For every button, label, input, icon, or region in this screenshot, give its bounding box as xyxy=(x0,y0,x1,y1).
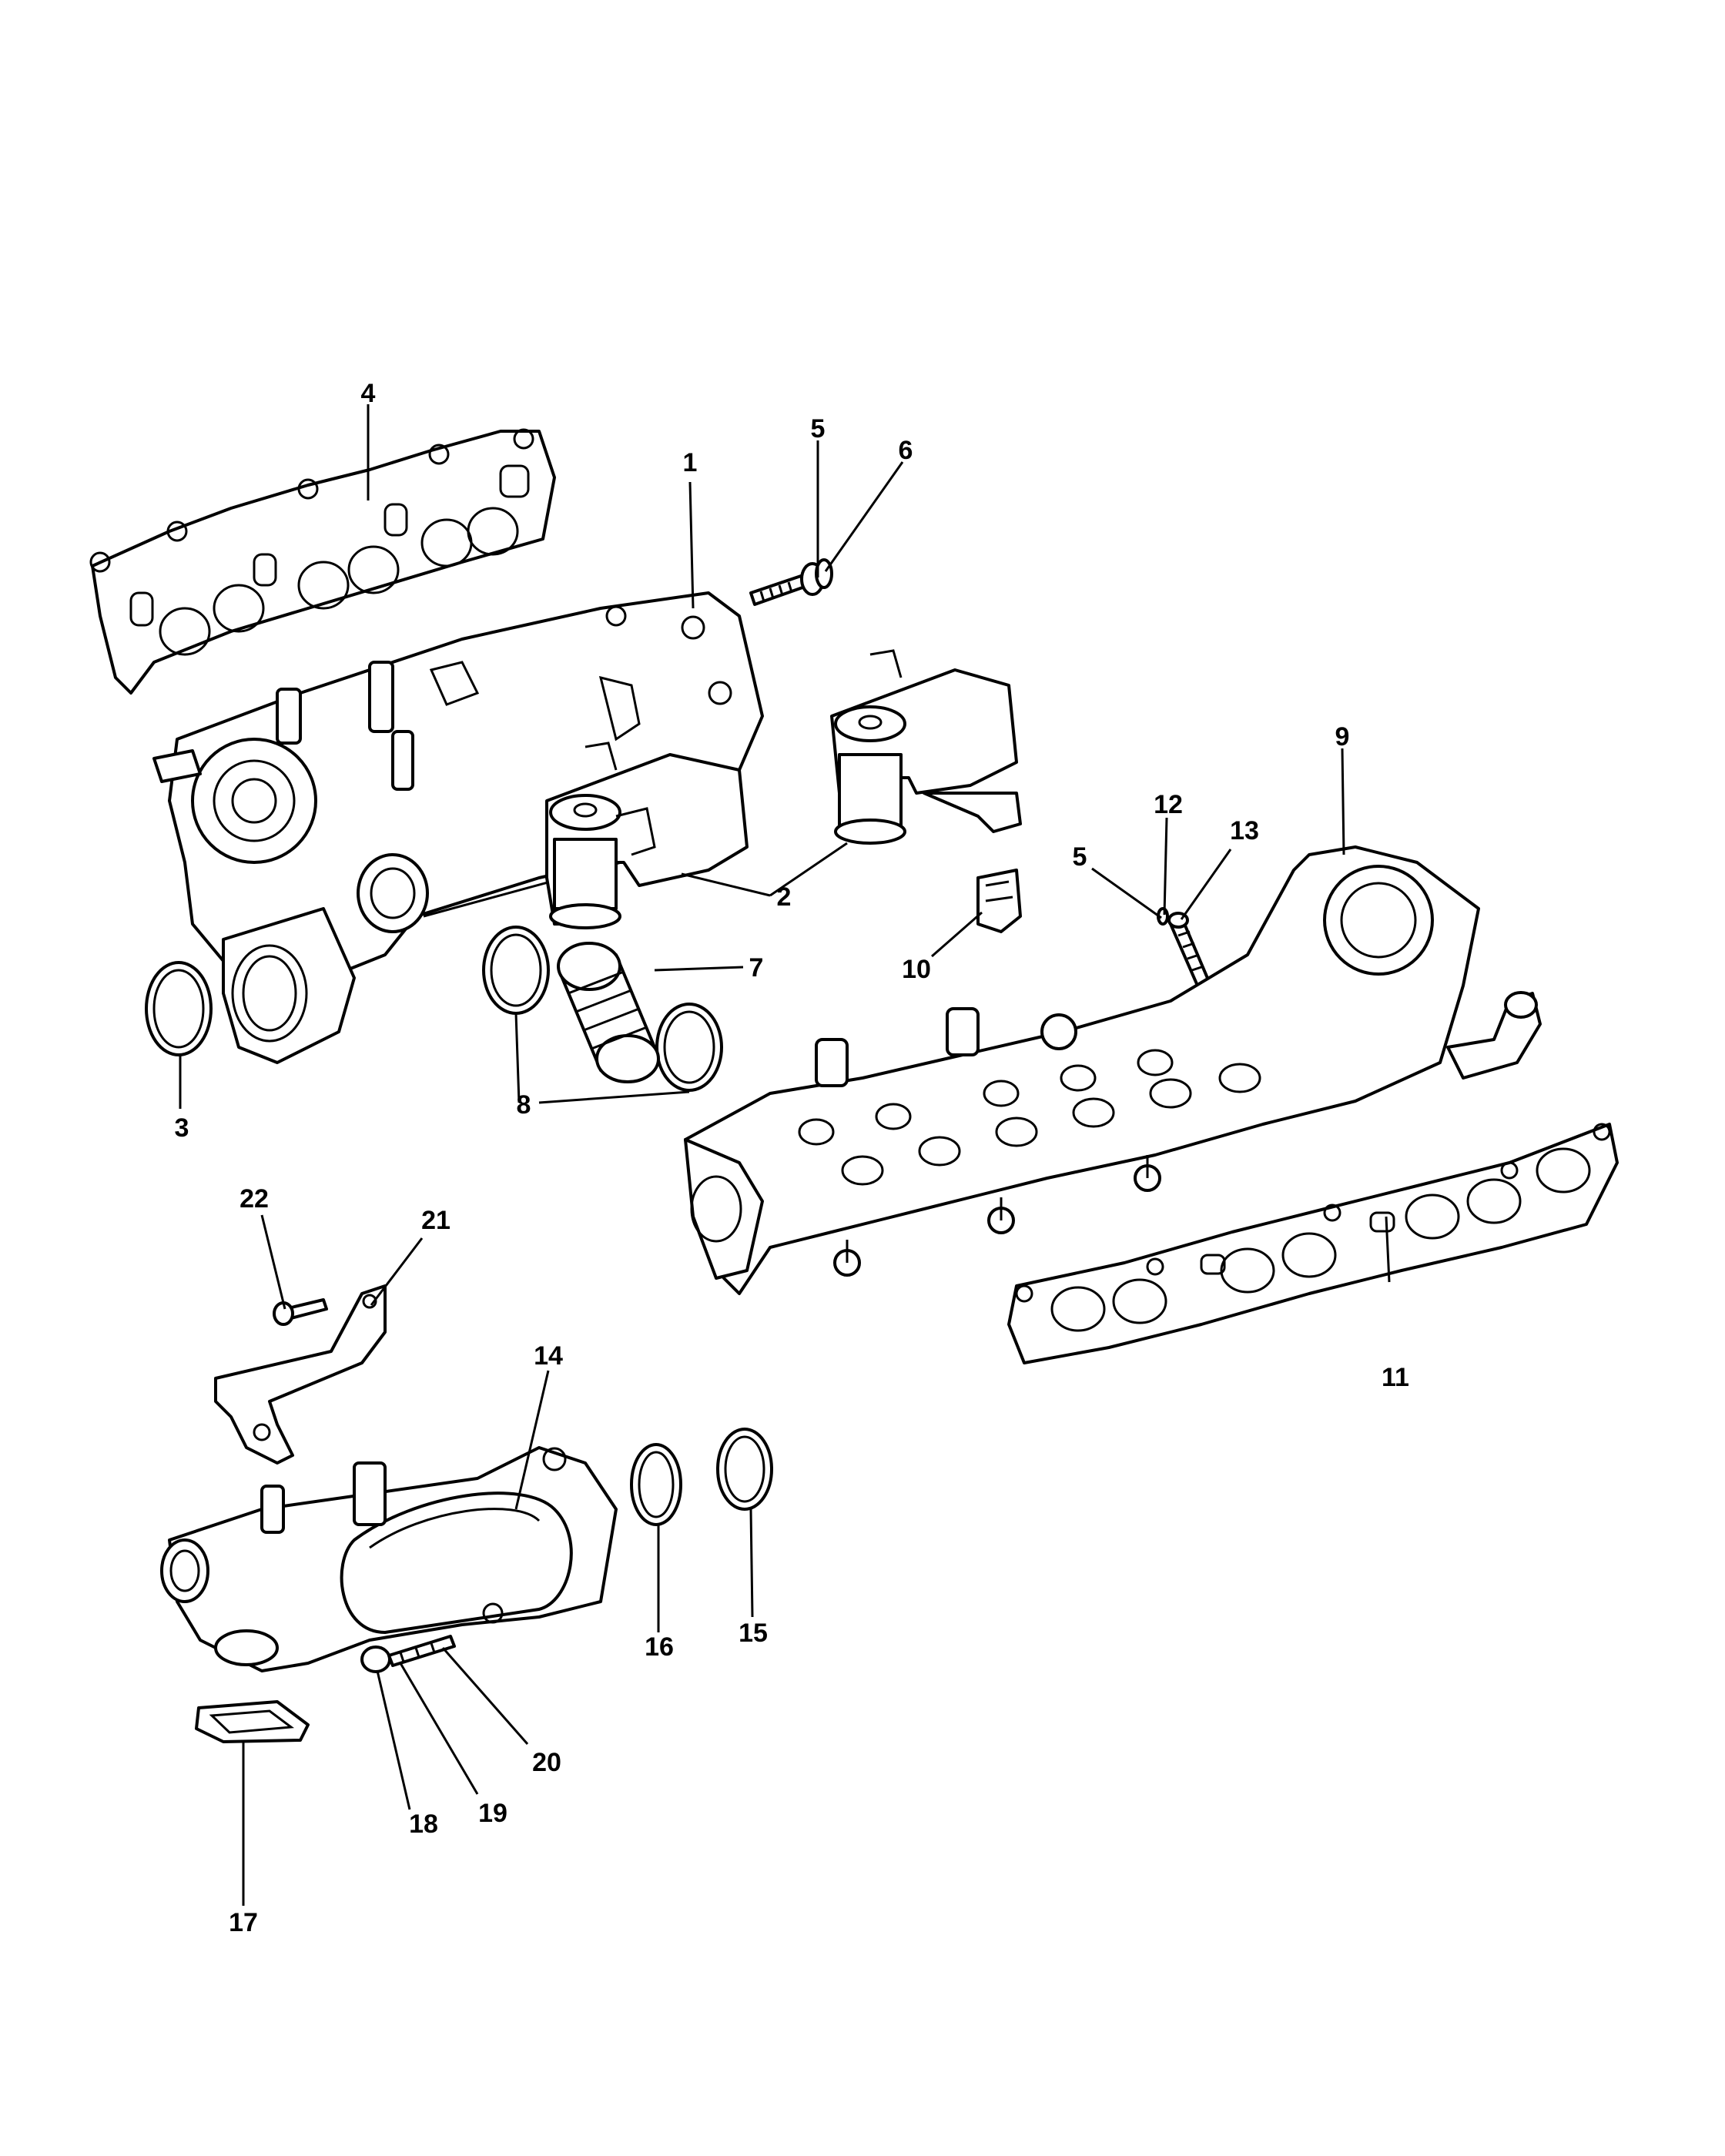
callout-14: 14 xyxy=(534,1341,563,1371)
leader-8 xyxy=(514,1013,690,1104)
leader-6 xyxy=(824,461,904,572)
callout-15: 15 xyxy=(739,1619,768,1648)
part-2-egr-valve-rear xyxy=(830,649,1022,845)
callout-20: 20 xyxy=(532,1748,561,1777)
leader-7 xyxy=(654,966,744,972)
callout-labels: 4 1 5 6 2 3 7 8 9 10 11 12 13 5 14 15 16… xyxy=(175,379,1409,1937)
callout-8: 8 xyxy=(517,1090,531,1120)
part-8-o-ring-a xyxy=(482,926,550,1015)
part-11-lower-gasket xyxy=(1007,1123,1619,1364)
callout-9: 9 xyxy=(1335,722,1350,752)
callout-16: 16 xyxy=(645,1632,674,1662)
callout-17: 17 xyxy=(229,1908,258,1937)
part-7-pipe-connector xyxy=(557,942,660,1083)
part-5-bolt-upper xyxy=(749,562,825,606)
leader-10 xyxy=(931,911,983,958)
callout-21: 21 xyxy=(421,1206,451,1235)
part-10-clip xyxy=(976,869,1022,933)
part-17-gasket xyxy=(195,1700,310,1743)
leader-11 xyxy=(1385,1216,1391,1283)
part-8-o-ring-b xyxy=(655,1003,723,1092)
part-13-bolt xyxy=(1167,912,1211,987)
leader-1 xyxy=(688,481,695,609)
leader-14 xyxy=(514,1370,550,1510)
leader-15 xyxy=(749,1508,754,1618)
callout-3: 3 xyxy=(175,1113,189,1143)
part-15-o-ring xyxy=(716,1428,773,1511)
leader-22 xyxy=(260,1214,286,1310)
callout-5-upper: 5 xyxy=(811,414,826,444)
callout-10: 10 xyxy=(902,955,931,984)
callout-5-lower: 5 xyxy=(1073,842,1087,872)
leader-20 xyxy=(441,1647,529,1745)
callout-22: 22 xyxy=(239,1184,269,1214)
callout-18: 18 xyxy=(409,1810,438,1839)
part-2-egr-valve-front xyxy=(545,742,749,929)
leader-13 xyxy=(1180,849,1232,920)
leader-5b xyxy=(1091,867,1162,919)
part-4-upper-gasket xyxy=(89,428,556,695)
part-22-bolt xyxy=(273,1298,328,1326)
callout-19: 19 xyxy=(478,1799,507,1828)
part-1-intake-manifold xyxy=(152,591,764,1064)
leader-18 xyxy=(376,1670,411,1810)
callout-13: 13 xyxy=(1230,816,1259,845)
part-21-bracket xyxy=(214,1284,387,1465)
leader-21 xyxy=(370,1237,424,1306)
leader-9 xyxy=(1341,748,1345,855)
leader-12 xyxy=(1163,817,1168,916)
part-14-crossover-pipe xyxy=(160,1446,618,1672)
callout-6: 6 xyxy=(899,436,913,465)
part-20-stud xyxy=(387,1635,456,1667)
callout-12: 12 xyxy=(1154,790,1183,819)
callout-2: 2 xyxy=(777,882,792,912)
part-16-o-ring xyxy=(630,1443,682,1526)
callout-11: 11 xyxy=(1382,1363,1409,1392)
part-3-o-ring xyxy=(145,961,213,1056)
leader-2 xyxy=(681,842,848,897)
leader-lines xyxy=(179,404,1391,1906)
part-9-lower-manifold xyxy=(684,845,1542,1295)
callout-1: 1 xyxy=(683,448,698,477)
callout-7: 7 xyxy=(749,953,764,983)
leader-19 xyxy=(399,1662,479,1795)
part-18-nut xyxy=(360,1645,391,1673)
callout-4: 4 xyxy=(361,379,376,408)
